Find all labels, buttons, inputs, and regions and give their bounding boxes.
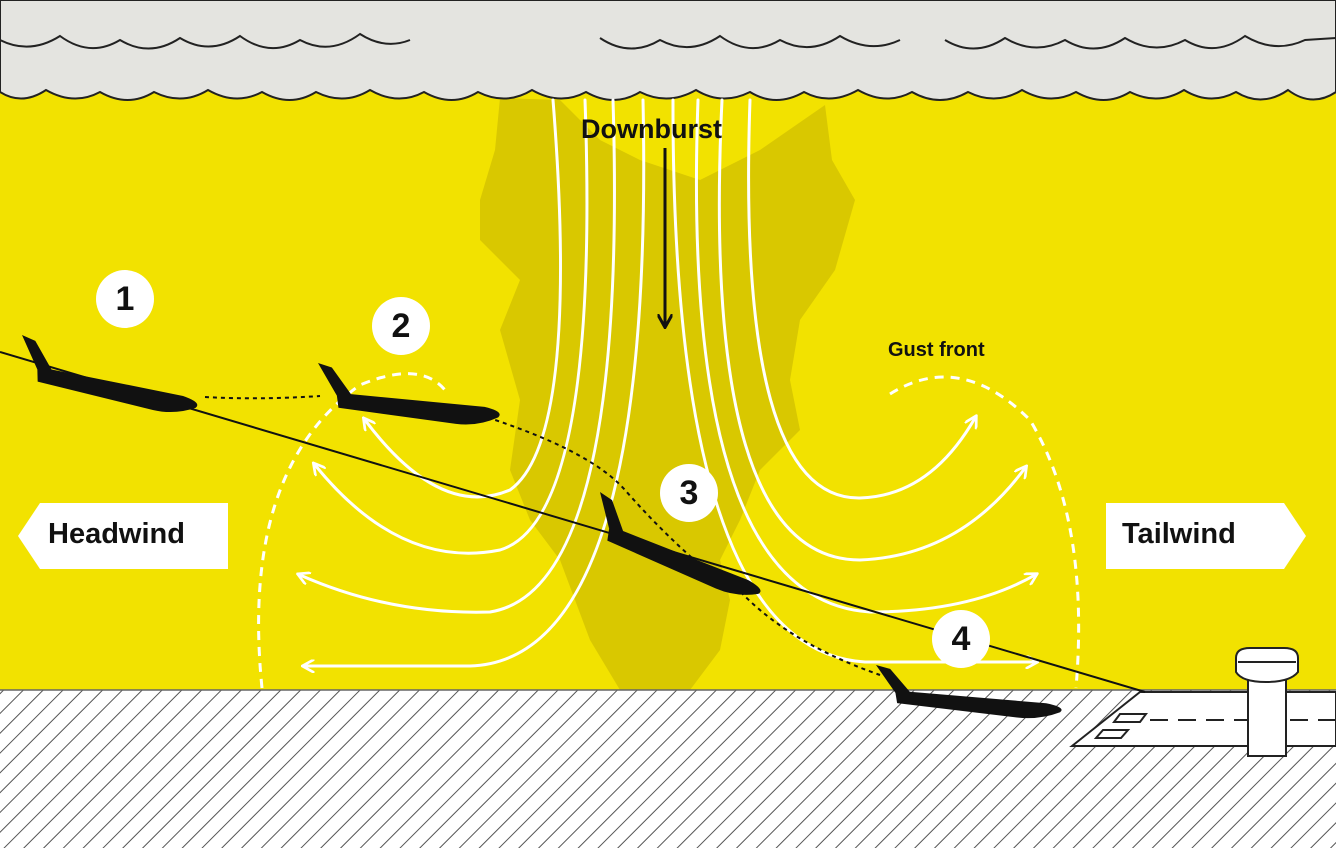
cloud-icon [0, 0, 1336, 101]
downburst-shadow [480, 98, 855, 690]
stage-marker-4: 4 [932, 610, 990, 668]
stage-marker-2: 2 [372, 297, 430, 355]
control-tower-icon [1235, 647, 1299, 757]
gust-front-boundary [257, 372, 1081, 689]
tailwind-tag [1106, 503, 1306, 569]
tailwind-label: Tailwind [1122, 518, 1236, 550]
headwind-label: Headwind [48, 518, 185, 550]
stage-marker-1: 1 [96, 270, 154, 328]
downburst-label: Downburst [581, 114, 722, 144]
headwind-tag [18, 503, 228, 569]
gust-front-label: Gust front [888, 339, 985, 361]
stage-marker-3: 3 [660, 464, 718, 522]
